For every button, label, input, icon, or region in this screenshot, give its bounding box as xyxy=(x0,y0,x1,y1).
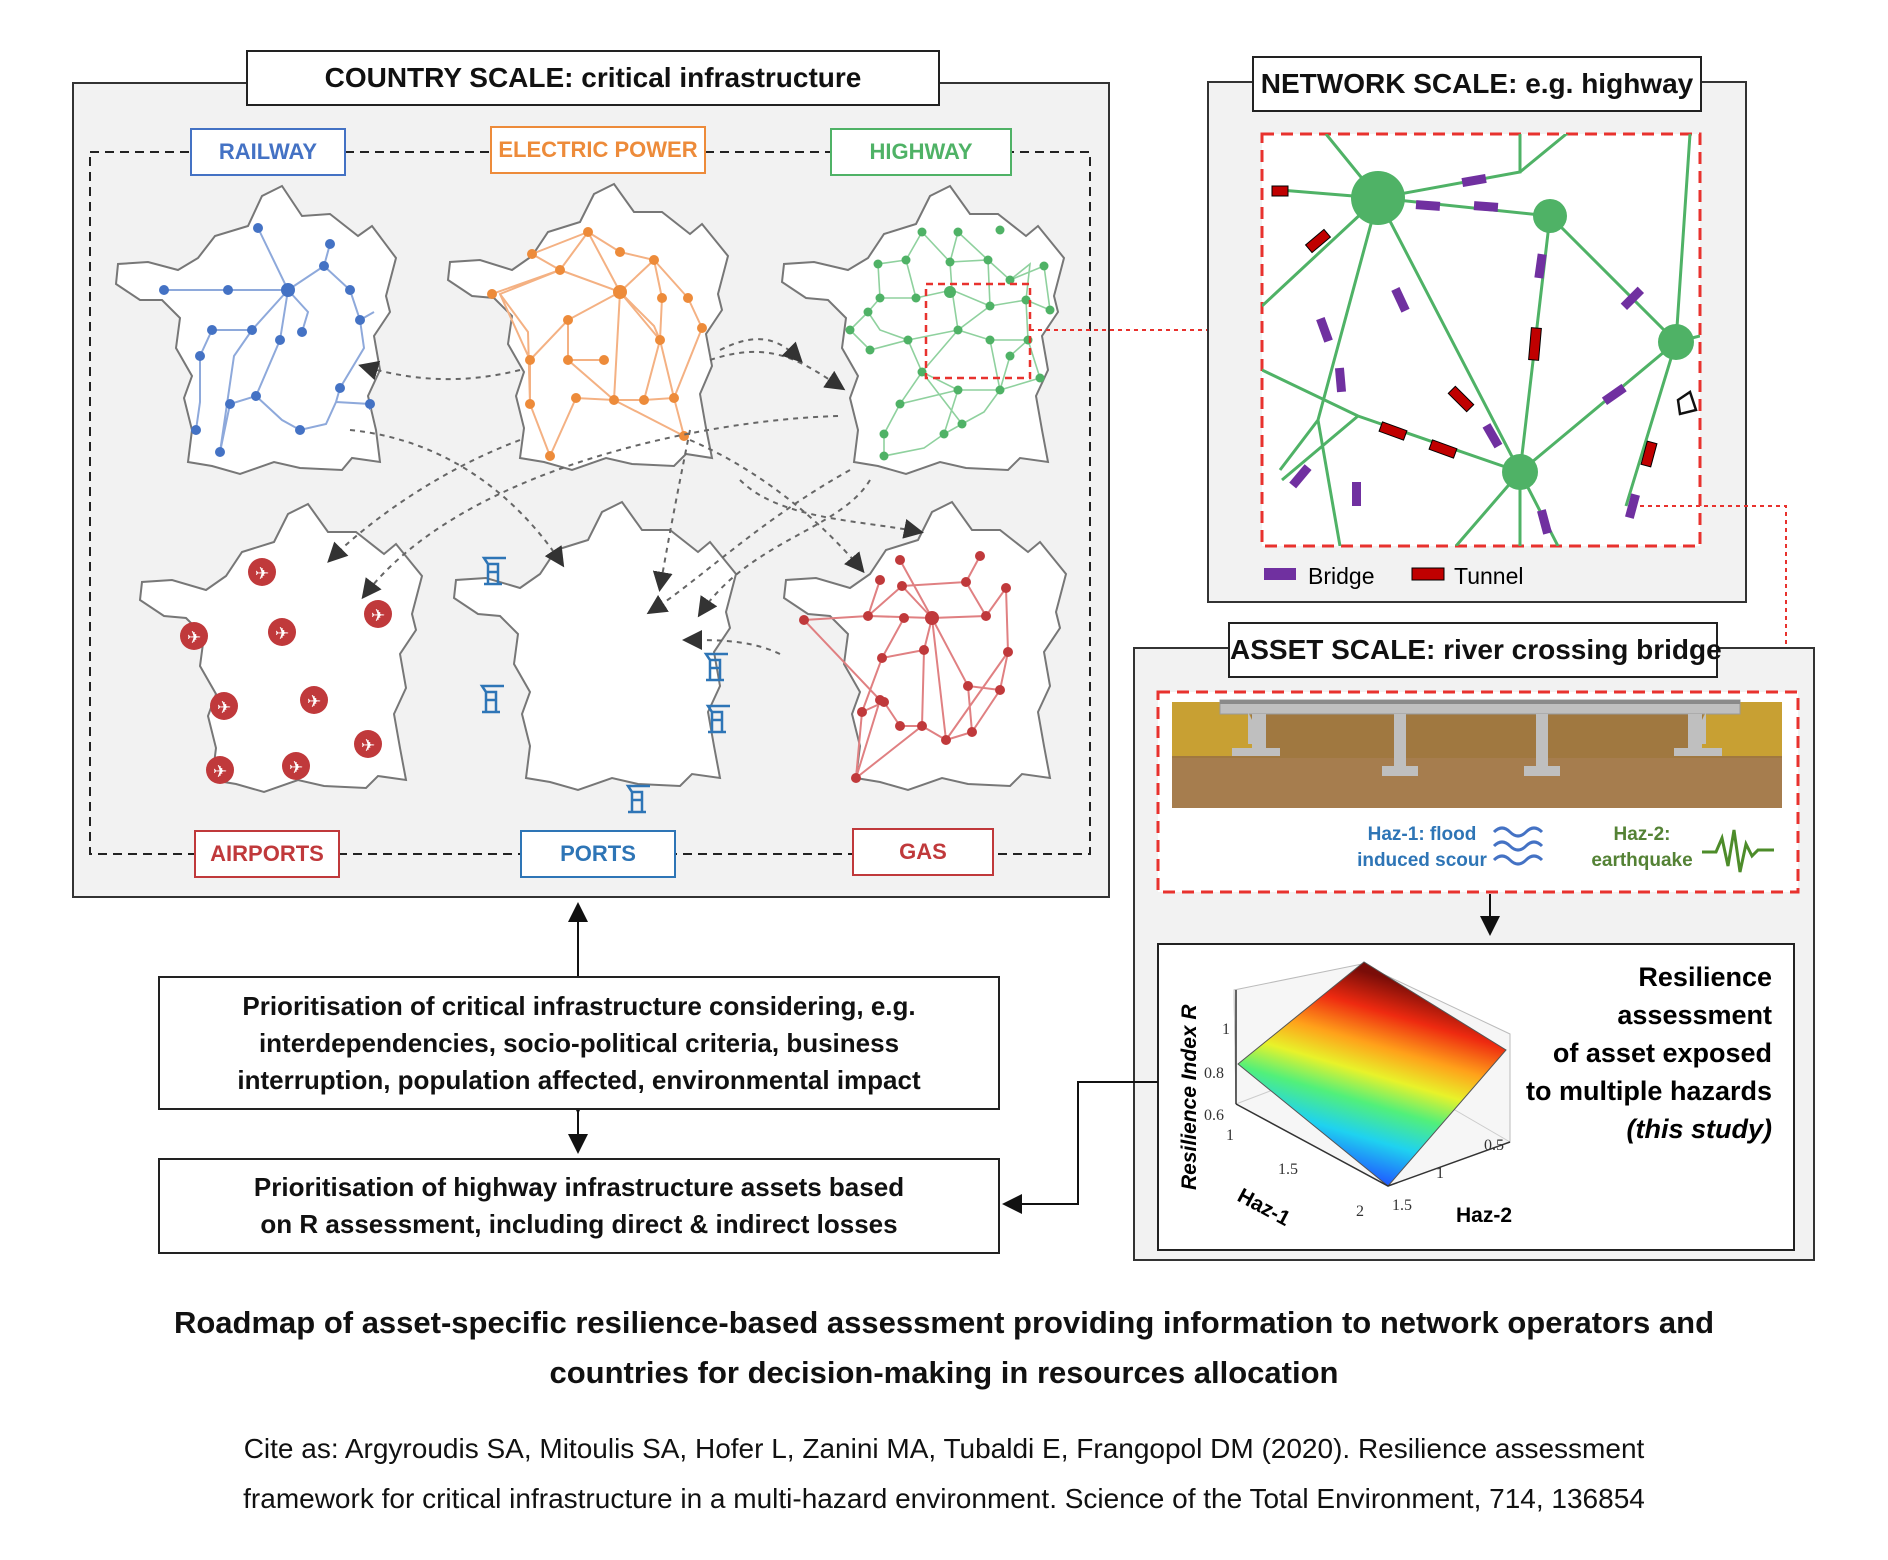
legend-tunnel-label: Tunnel xyxy=(1454,563,1523,589)
network-scale-title: NETWORK SCALE: e.g. highway xyxy=(1252,56,1702,112)
haz1-tick-1: 1 xyxy=(1226,1127,1234,1144)
airport-icon: ✈ xyxy=(180,622,208,650)
zoom-arrow-asset xyxy=(1640,505,1798,694)
airport-icon: ✈ xyxy=(206,756,234,784)
prioritisation-critical-box: Prioritisation of critical infrastructur… xyxy=(158,976,1000,1110)
electric-power-label: ELECTRIC POWER xyxy=(490,126,706,174)
svg-text:✈: ✈ xyxy=(371,606,385,626)
airport-icons: ✈ ✈ ✈ ✈ ✈ ✈ ✈ ✈ ✈ xyxy=(180,558,392,784)
crane-icon xyxy=(479,684,504,714)
resilience-text-2: assessment xyxy=(1617,1000,1772,1030)
gas-label: GAS xyxy=(852,828,994,876)
country-scale-title: COUNTRY SCALE: critical infrastructure xyxy=(246,50,940,106)
y-axis-label: Haz-2 xyxy=(1456,1204,1512,1227)
haz2-tick-3: 1.5 xyxy=(1392,1197,1412,1214)
haz1-label-1: Haz-1: flood xyxy=(1368,824,1477,845)
haz1-tick-2: 1.5 xyxy=(1278,1161,1298,1178)
airport-icon: ✈ xyxy=(248,558,276,586)
prioritisation-highway-box: Prioritisation of highway infrastructure… xyxy=(158,1158,1000,1254)
highway-country-nodes xyxy=(845,225,1055,461)
electric-power-nodes xyxy=(487,227,707,461)
port-icons xyxy=(479,556,730,814)
earthquake-seismograph-icon xyxy=(1702,829,1774,873)
network-nodes xyxy=(1351,171,1694,490)
resilience-text-5: (this study) xyxy=(1627,1114,1773,1144)
legend-bridge-label: Bridge xyxy=(1308,563,1374,589)
caption-citation-line-2: framework for critical infrastructure in… xyxy=(243,1483,1645,1514)
legend-tunnel-swatch xyxy=(1411,567,1445,581)
flood-waves-icon xyxy=(1492,826,1544,866)
legend-bridge-swatch xyxy=(1264,568,1296,580)
prioritisation-critical-line-1: Prioritisation of critical infrastructur… xyxy=(242,990,916,1021)
resilience-to-box2-arrow xyxy=(1002,1081,1158,1214)
airports-label: AIRPORTS xyxy=(194,830,340,878)
svg-text:✈: ✈ xyxy=(255,564,269,584)
caption-title-line-2: countries for decision-making in resourc… xyxy=(549,1355,1339,1390)
highway-map xyxy=(780,184,1066,476)
z-tick-1: 1 xyxy=(1222,1021,1230,1038)
z-tick-3: 0.6 xyxy=(1204,1107,1224,1124)
svg-text:✈: ✈ xyxy=(187,628,201,648)
svg-text:✈: ✈ xyxy=(361,736,375,756)
caption-citation: Cite as: Argyroudis SA, Mitoulis SA, Hof… xyxy=(60,1424,1828,1524)
svg-text:✈: ✈ xyxy=(275,624,289,644)
gas-nodes xyxy=(799,551,1013,783)
resilience-text-4: to multiple hazards xyxy=(1526,1076,1772,1106)
prioritisation-highway-line-2: on R assessment, including direct & indi… xyxy=(260,1209,898,1239)
svg-text:✈: ✈ xyxy=(307,692,321,712)
caption-title: Roadmap of asset-specific resilience-bas… xyxy=(60,1298,1828,1398)
crane-icon xyxy=(703,652,728,682)
caption-citation-line-1: Cite as: Argyroudis SA, Mitoulis SA, Hof… xyxy=(243,1433,1645,1464)
haz2-tick-2: 1 xyxy=(1436,1165,1444,1182)
network-tunnels xyxy=(1271,185,1658,468)
bridge-illustration xyxy=(1172,699,1782,808)
asset-scale-title: ASSET SCALE: river crossing bridge xyxy=(1228,622,1722,678)
network-bridges xyxy=(1289,173,1645,535)
svg-text:✈: ✈ xyxy=(213,762,227,782)
crane-icon xyxy=(481,556,506,586)
crane-icon xyxy=(705,704,730,734)
haz1-label-2: induced scour xyxy=(1357,850,1487,871)
z-axis-label: Resilience Index R xyxy=(1178,1004,1201,1190)
airport-icon: ✈ xyxy=(268,618,296,646)
electric-power-map xyxy=(446,182,730,472)
svg-text:✈: ✈ xyxy=(289,758,303,778)
caption-title-line-1: Roadmap of asset-specific resilience-bas… xyxy=(173,1305,1715,1340)
highway-label: HIGHWAY xyxy=(830,128,1012,176)
haz2-label-1: Haz-2: xyxy=(1613,824,1670,845)
haz2-label-2: earthquake xyxy=(1591,850,1692,871)
network-river-shape xyxy=(1676,390,1698,416)
railway-label: RAILWAY xyxy=(190,128,346,176)
ports-map xyxy=(452,500,738,792)
airport-icon: ✈ xyxy=(354,730,382,758)
prioritisation-critical-line-2: interdependencies, socio-political crite… xyxy=(258,1027,900,1058)
interdependency-arrows xyxy=(327,338,924,655)
svg-text:✈: ✈ xyxy=(217,698,231,718)
prioritisation-critical-line-3: interruption, population affected, envir… xyxy=(237,1064,921,1095)
resilience-text-1: Resilience xyxy=(1638,962,1772,992)
airport-icon: ✈ xyxy=(210,692,238,720)
crane-icon xyxy=(625,784,650,814)
resilience-3d-plot xyxy=(1233,961,1511,1187)
haz1-tick-3: 2 xyxy=(1356,1203,1364,1220)
prioritisation-highway-line-1: Prioritisation of highway infrastructure… xyxy=(253,1172,905,1202)
railway-nodes xyxy=(159,223,375,457)
airport-icon: ✈ xyxy=(364,600,392,628)
haz2-tick-1: 0.5 xyxy=(1484,1137,1504,1154)
resilience-text-3: of asset exposed xyxy=(1553,1038,1772,1068)
ports-label: PORTS xyxy=(520,830,676,878)
airport-icon: ✈ xyxy=(300,686,328,714)
airport-icon: ✈ xyxy=(282,752,310,780)
z-tick-2: 0.8 xyxy=(1204,1065,1224,1082)
